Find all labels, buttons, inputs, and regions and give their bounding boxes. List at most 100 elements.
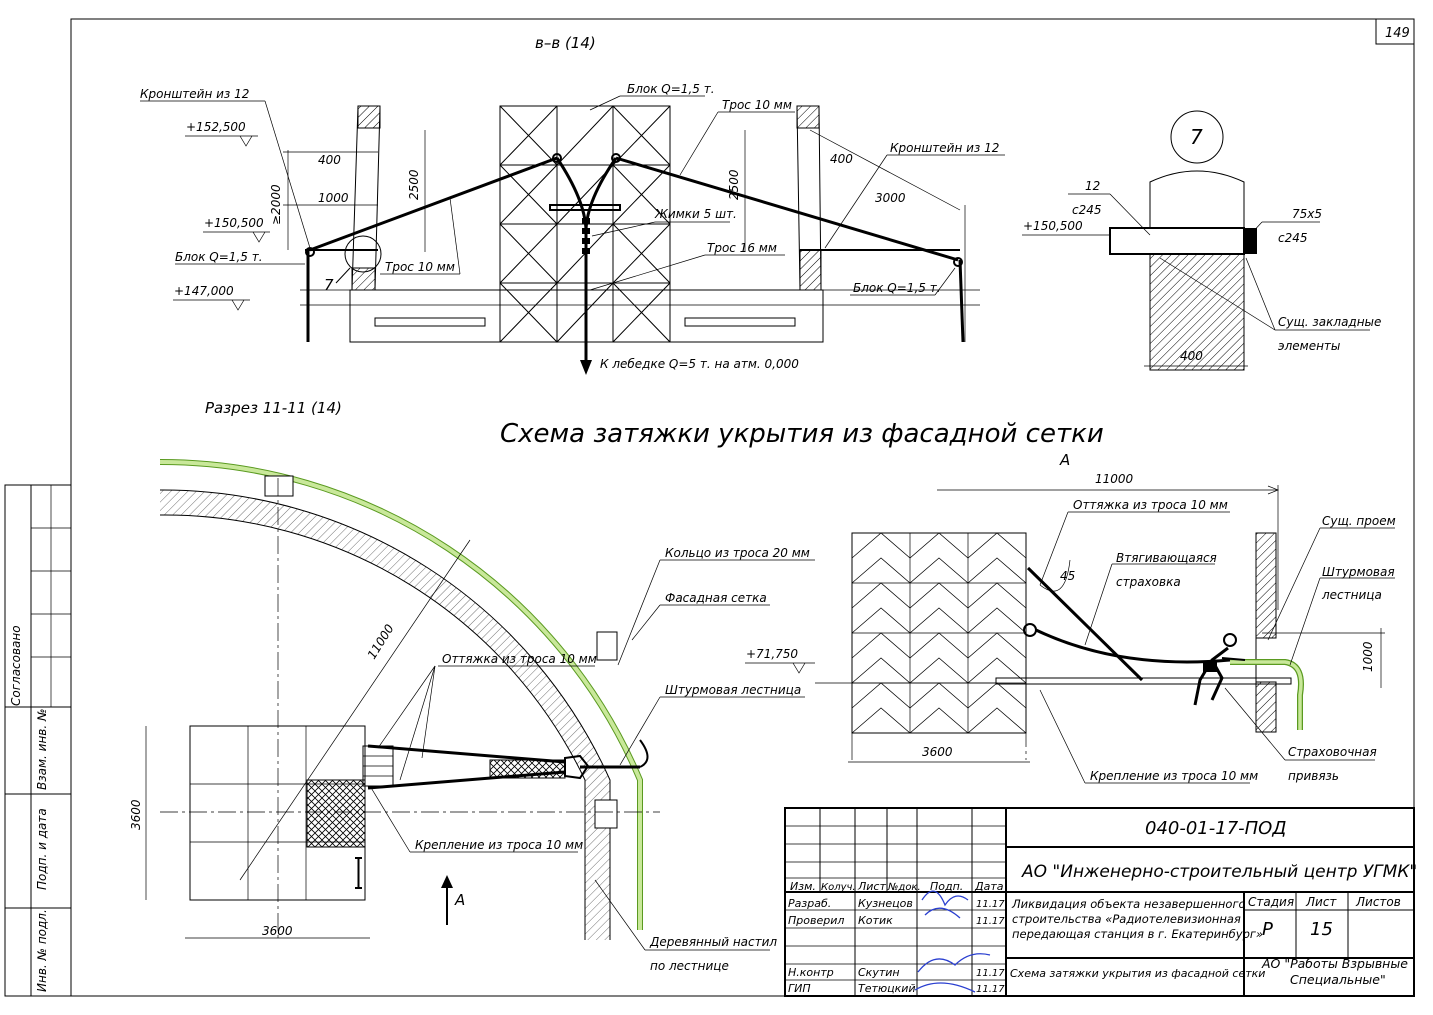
left-margin: Согласовано Взам. инв. № Подп. и дата Ин… <box>4 484 72 997</box>
stamp-project-3: передающая станция в г. Екатеринбург» <box>1012 927 1263 941</box>
dim-3000: 3000 <box>875 191 906 205</box>
label-rope-10: Трос 10 мм <box>722 98 792 112</box>
stamp-sheets-label: Листов <box>1355 895 1401 909</box>
detail-elevation: +150,500 <box>1023 219 1083 233</box>
stamp-role-4: ГИП <box>788 982 811 995</box>
view-a-angle: 45 <box>1060 569 1075 583</box>
label-guy-rope-view-a: Оттяжка из троса 10 мм <box>1073 498 1228 512</box>
label-retract-2: страховка <box>1116 575 1181 589</box>
label-fastening-plan: Крепление из троса 10 мм <box>415 838 583 852</box>
margin-inv-replace: Взам. инв. № <box>35 709 49 790</box>
stamp-hdr-data: Дата <box>974 880 1004 893</box>
label-ring-rope: Кольцо из троса 20 мм <box>665 546 810 560</box>
margin-sign-date: Подп. и дата <box>35 808 49 890</box>
stamp-sheet-no: 15 <box>1310 919 1333 940</box>
stamp-name-3: Скутин <box>858 966 900 979</box>
signature-2 <box>914 953 991 993</box>
top-view: в–в (14) <box>140 34 1005 375</box>
stamp-hdr-ndok: №док. <box>887 882 921 893</box>
label-opening: Сущ. проем <box>1322 514 1396 528</box>
stamp-sheet-title: Схема затяжки укрытия из фасадной сетки <box>1010 967 1265 980</box>
detail-label-12: 12 <box>1085 179 1100 193</box>
stamp-date-2: 11.17 <box>976 916 1005 927</box>
main-title: Схема затяжки укрытия из фасадной сетки <box>500 419 1104 449</box>
stamp-contractor-1: АО "Работы Взрывные <box>1261 956 1408 971</box>
plan-dim-3600-h: 3600 <box>262 924 293 938</box>
elevation-152500: +152,500 <box>186 120 246 134</box>
stamp-role-3: Н.контр <box>788 966 834 979</box>
detail-embedded-1: Сущ. закладные <box>1278 315 1381 329</box>
dim-400-left: 400 <box>318 153 341 167</box>
worker-figure <box>1193 633 1246 706</box>
label-guy-rope-plan: Оттяжка из троса 10 мм <box>442 652 597 666</box>
label-winch: К лебедке Q=5 т. на атм. 0,000 <box>600 357 799 371</box>
title-block: Изм. Колуч. Лист №док. Подп. Дата Разраб… <box>784 807 1417 997</box>
label-ladder-1: Штурмовая <box>1322 565 1395 579</box>
stamp-stage: Р <box>1262 919 1273 940</box>
view-a-dim-1000: 1000 <box>1361 641 1375 672</box>
label-block-right: Блок Q=1,5 т. <box>853 281 941 295</box>
stamp-date-4: 11.17 <box>976 984 1005 995</box>
detail-embedded-2: элементы <box>1278 339 1340 353</box>
elevation-147000: +147,000 <box>174 284 234 298</box>
stamp-name-1: Кузнецов <box>858 897 913 910</box>
stamp-code: 040-01-17-ПОД <box>1145 818 1286 839</box>
stamp-hdr-izm: Изм. <box>790 880 816 893</box>
stamp-project-1: Ликвидация объекта незавершенного <box>1011 897 1246 911</box>
label-block-top: Блок Q=1,5 т. <box>627 82 715 96</box>
label-harness-1: Страховочная <box>1288 745 1377 759</box>
view-a-arrow-label: А <box>454 891 465 909</box>
view-a-elevation: +71,750 <box>746 647 798 661</box>
stamp-hdr-koluch: Колуч. <box>821 882 856 893</box>
dim-2500-right: 2500 <box>727 169 741 200</box>
label-harness-2: привязь <box>1288 769 1339 783</box>
label-bracket-left: Кронштейн из 12 <box>140 87 249 101</box>
view-a: А 11000 <box>745 451 1396 784</box>
label-fastening-view-a: Крепление из троса 10 мм <box>1090 769 1258 783</box>
signature-1 <box>921 890 969 919</box>
margin-inv-orig: Инв. № подл. <box>35 909 49 992</box>
label-rope-10-left: Трос 10 мм <box>385 260 455 274</box>
stamp-stage-label: Стадия <box>1248 895 1294 909</box>
label-clamps: Жимки 5 шт. <box>654 207 737 221</box>
view-a-title: А <box>1059 451 1070 469</box>
detail-label-75x5: 75х5 <box>1292 207 1322 221</box>
section-title: Разрез 11-11 (14) <box>205 399 342 417</box>
label-facade-net: Фасадная сетка <box>665 591 767 605</box>
stamp-name-4: Тетюцкий <box>858 982 916 995</box>
dim-400-right: 400 <box>830 152 853 166</box>
view-a-dim-3600: 3600 <box>922 745 953 759</box>
dim-2500-left: 2500 <box>407 169 421 200</box>
stamp-project-2: строительства «Радиотелевизионная <box>1012 912 1241 926</box>
rope-right <box>615 156 959 262</box>
label-ladder-2: лестница <box>1321 588 1382 602</box>
label-retract-1: Втягивающаяся <box>1116 551 1217 565</box>
dim-2000: ≥2000 <box>269 184 283 225</box>
stamp-date-1: 11.17 <box>976 899 1005 910</box>
stamp-company: АО "Инженерно-строительный центр УГМК" <box>1021 862 1417 882</box>
label-wood-deck-1: Деревянный настил <box>649 935 777 949</box>
label-wood-deck-2: по лестнице <box>650 959 729 973</box>
top-view-title: в–в (14) <box>535 34 596 52</box>
sheet-number: 149 <box>1385 26 1410 41</box>
label-assault-ladder-plan: Штурмовая лестница <box>665 683 801 697</box>
detail-label-c245b: с245 <box>1278 231 1308 245</box>
stamp-role-2: Проверил <box>788 914 844 927</box>
stamp-hdr-podp: Подп. <box>930 880 963 893</box>
plan-dim-3600-v: 3600 <box>129 799 143 830</box>
callout-7: 7 <box>324 276 334 294</box>
detail-label-c245: с245 <box>1072 203 1102 217</box>
label-rope-16: Трос 16 мм <box>707 241 777 255</box>
detail-dim-400: 400 <box>1180 349 1203 363</box>
label-block-left: Блок Q=1,5 т. <box>175 250 263 264</box>
stamp-contractor-2: Специальные" <box>1290 972 1386 987</box>
detail-7: 7 400 +150,500 12 с245 75х5 с245 Сущ. за… <box>1022 110 1381 371</box>
detail-7-number: 7 <box>1190 125 1203 149</box>
view-a-dim-11000: 11000 <box>1095 472 1134 486</box>
stamp-sheet-label: Лист <box>1305 895 1337 909</box>
stamp-hdr-list: Лист <box>857 880 886 893</box>
plan-section: 11000 3600 3600 А Кольцо из троса 20 мм <box>129 458 815 973</box>
rope-left <box>309 156 558 252</box>
elevation-150500: +150,500 <box>204 216 264 230</box>
stamp-name-2: Котик <box>858 914 893 927</box>
